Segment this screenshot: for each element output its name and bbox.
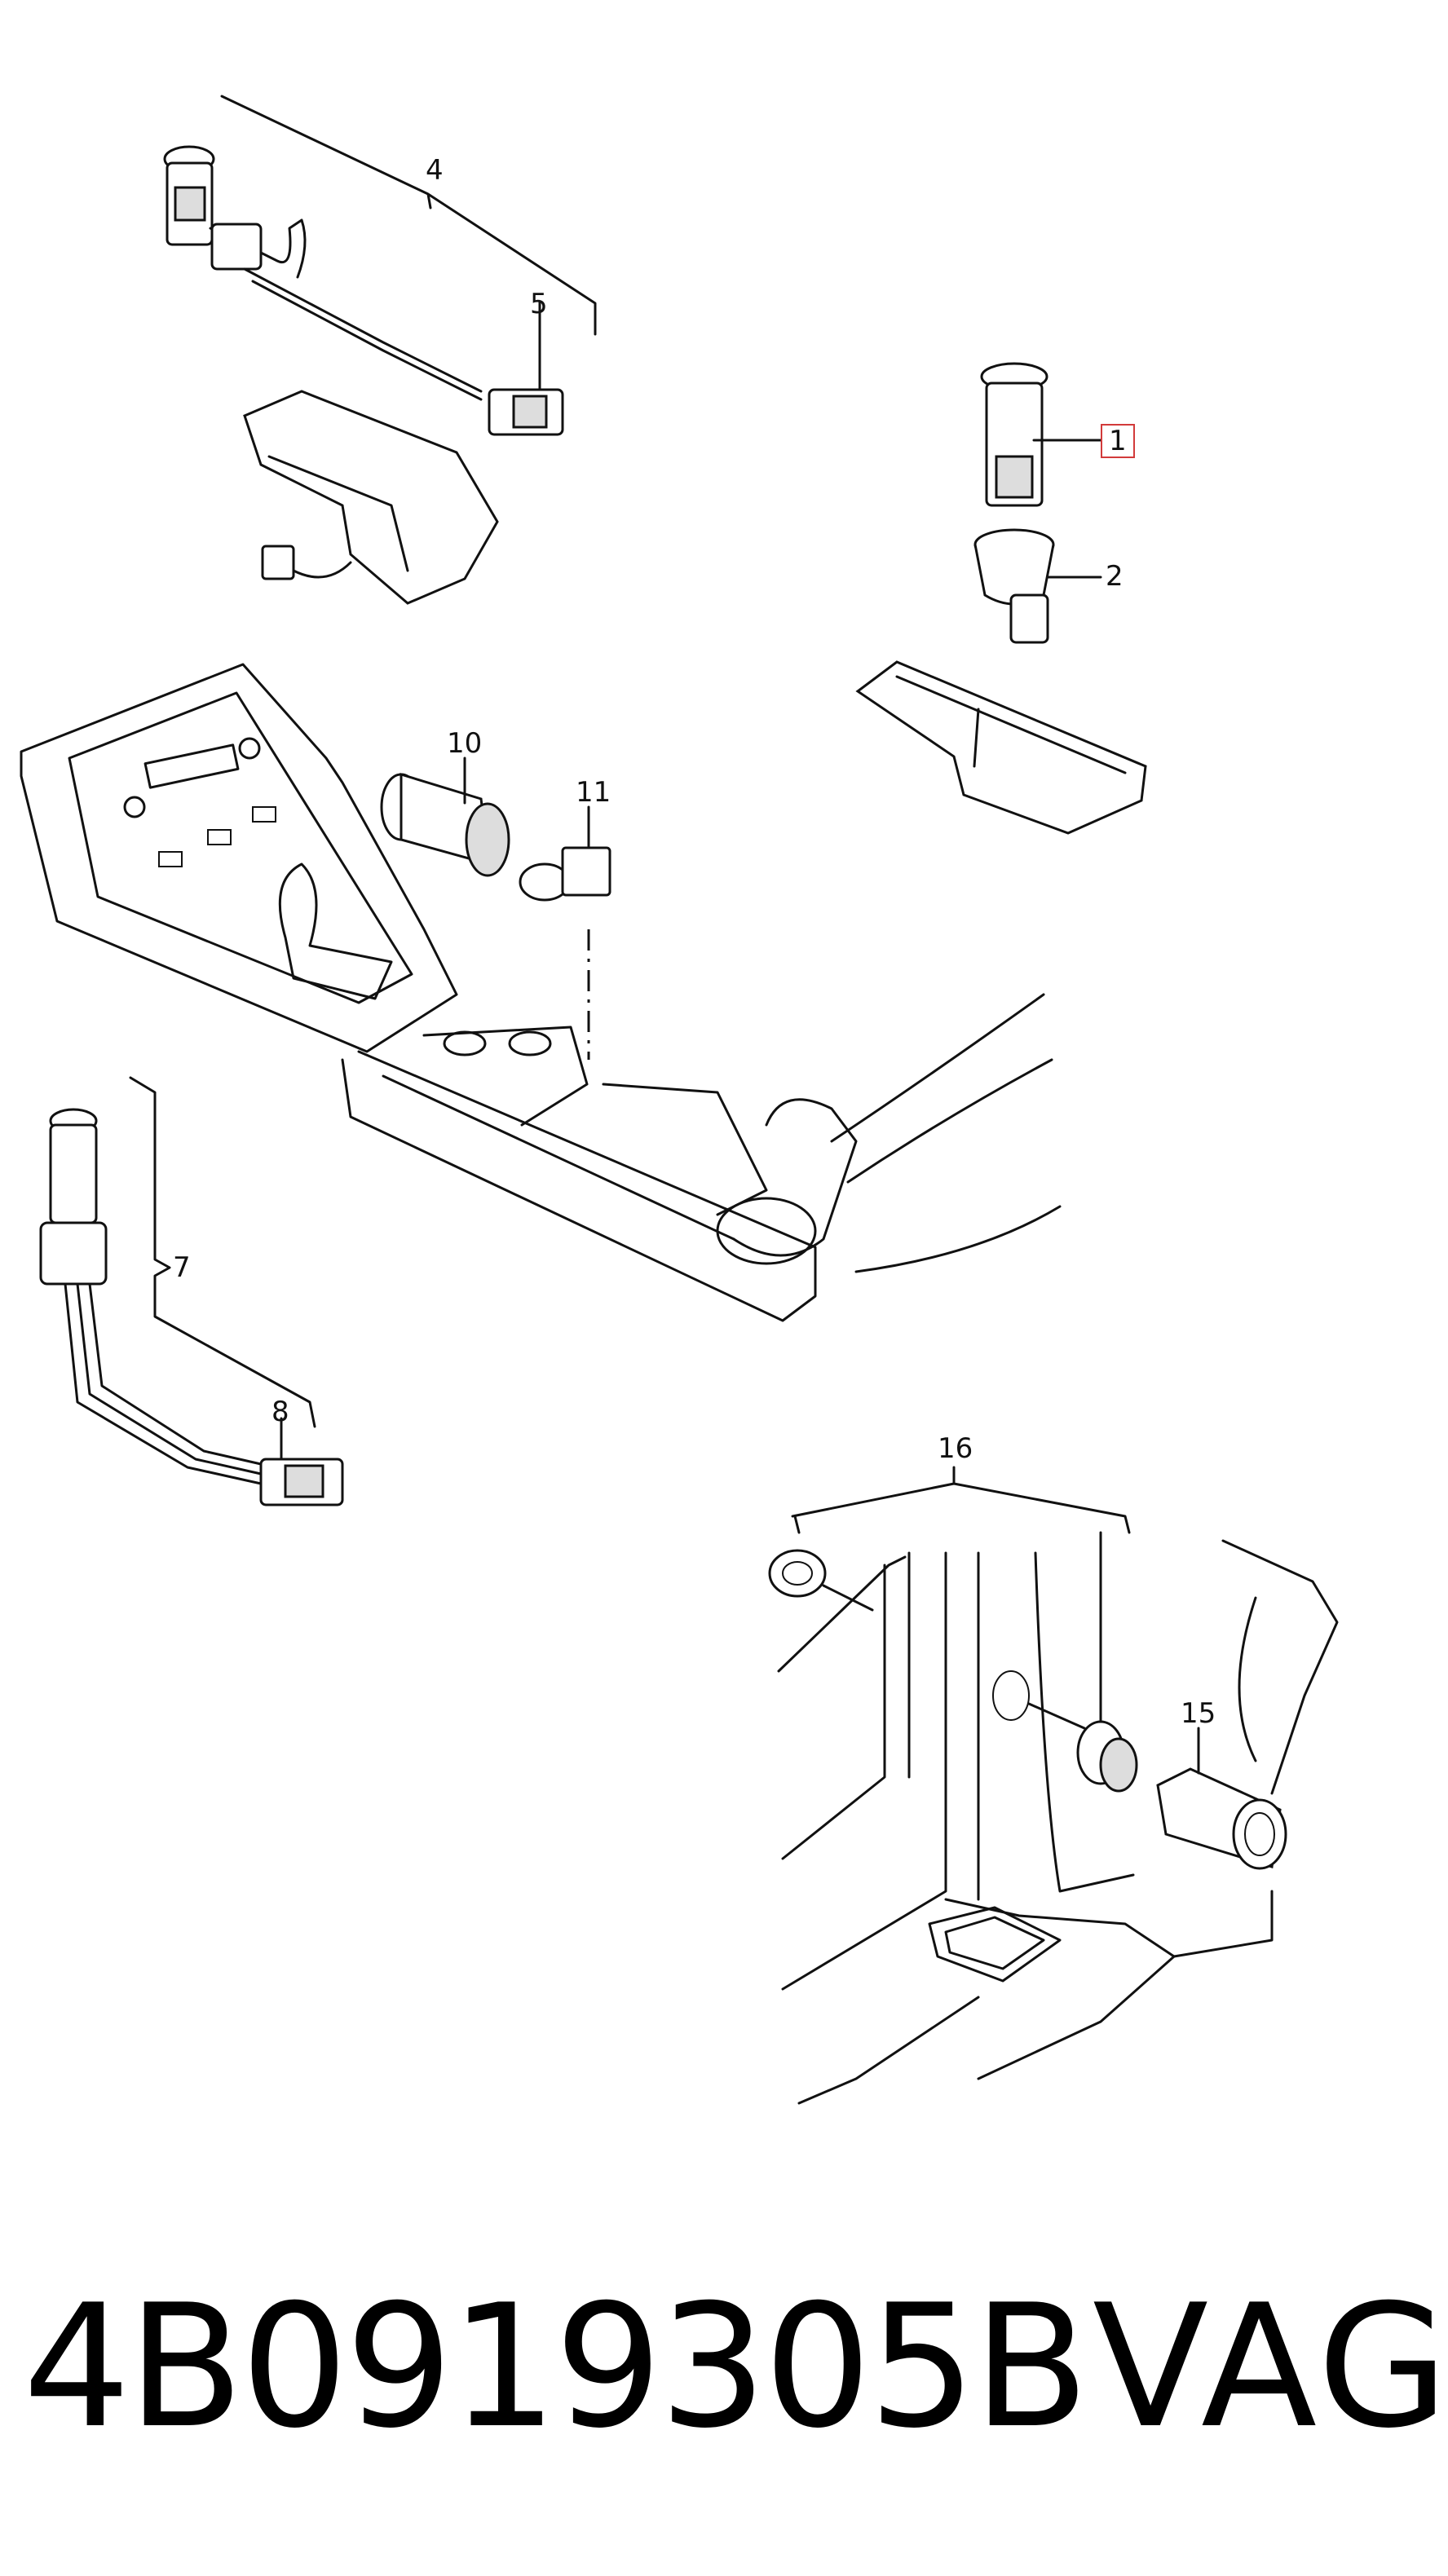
exploded-parts-diagram [20, 95, 1339, 2105]
callout-7: 7 [173, 1251, 191, 1284]
connector-8 [259, 1458, 344, 1506]
center-console [20, 663, 1062, 1322]
assembly-16-bracket [791, 1466, 1131, 1534]
callout-5: 5 [530, 288, 548, 320]
callout-8: 8 [272, 1396, 289, 1428]
brand-label: VAG [1093, 2269, 1448, 2466]
lighter-socket-part-15 [1156, 1727, 1287, 1870]
part-number-label: 4B0919305B [23, 2269, 1089, 2466]
callout-10: 10 [447, 727, 483, 760]
console-tray [855, 660, 1147, 835]
callout-4: 4 [426, 154, 444, 187]
callout-11: 11 [576, 776, 611, 809]
callout-2: 2 [1106, 560, 1124, 593]
callout-16: 16 [938, 1432, 973, 1465]
connector-5 [488, 388, 564, 436]
lighter-sleeve-part-2 [973, 528, 1102, 644]
lighter-part-1 [980, 362, 1102, 507]
callout-1: 1 [1101, 424, 1135, 458]
console-bracket [243, 390, 499, 605]
lighter-socket-part-10 [380, 756, 510, 877]
grommet-part [992, 1670, 1138, 1793]
assembly-4-bracket [220, 95, 597, 393]
callout-15: 15 [1181, 1697, 1216, 1730]
connector-part-11 [519, 805, 611, 902]
nut-part [768, 1549, 874, 1612]
lighter-harness-4 [163, 145, 483, 401]
lighter-harness-7 [39, 1108, 263, 1485]
